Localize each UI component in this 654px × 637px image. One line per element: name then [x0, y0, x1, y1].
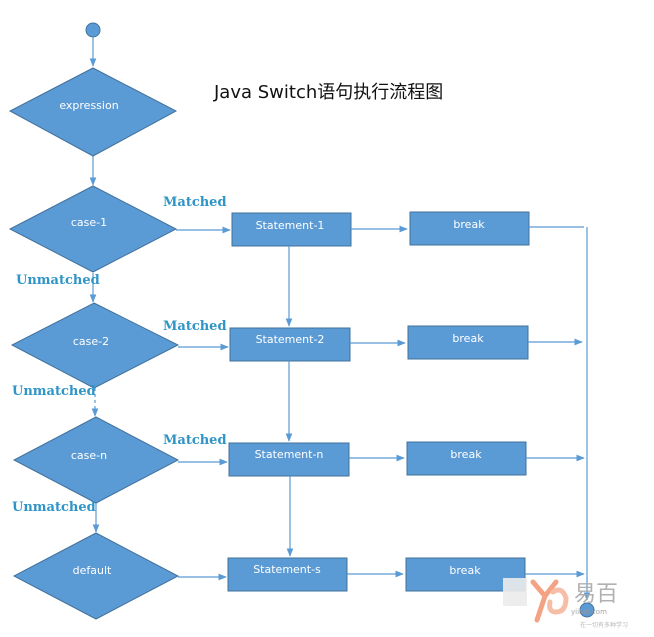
- case-n-label: case-n: [71, 449, 107, 462]
- statement-s-box: Statement-s: [227, 557, 348, 592]
- break-box-1: break: [409, 211, 530, 246]
- case-n-decision: case-n: [12, 416, 180, 504]
- case-2-decision: case-2: [10, 302, 180, 389]
- default-label: default: [73, 564, 112, 577]
- case-2-label: case-2: [73, 335, 109, 348]
- watermark-tagline: 在一切有多种学习: [580, 621, 628, 629]
- unmatched-label-3: Unmatched: [12, 500, 96, 515]
- break-box-3: break: [406, 441, 527, 476]
- statement-1-box: Statement-1: [231, 212, 352, 247]
- unmatched-label-2: Unmatched: [12, 384, 96, 399]
- expression-decision: expression: [8, 67, 178, 157]
- case-1-label: case-1: [71, 216, 107, 229]
- expression-label: expression: [59, 99, 118, 112]
- yiibai-watermark-logo: 易百 yiibai.com 在一切有多种学习: [503, 578, 628, 629]
- case-1-decision: case-1: [8, 185, 178, 273]
- watermark-url: yiibai.com: [571, 608, 607, 616]
- break-label-2: break: [452, 332, 484, 345]
- matched-label-3: Matched: [163, 433, 227, 448]
- statement-n-box: Statement-n: [228, 442, 350, 477]
- statement-s-label: Statement-s: [253, 563, 321, 576]
- matched-label-2: Matched: [163, 319, 227, 334]
- unmatched-label-1: Unmatched: [16, 273, 100, 288]
- watermark-b-mark-icon: [547, 587, 569, 615]
- statement-2-box: Statement-2: [229, 327, 351, 362]
- end-node: [579, 602, 595, 618]
- watermark-plate: [503, 578, 527, 606]
- start-node: [85, 22, 101, 38]
- break-label-4: break: [449, 564, 481, 577]
- matched-label-1: Matched: [163, 195, 227, 210]
- break-label-3: break: [450, 448, 482, 461]
- statement-1-label: Statement-1: [256, 219, 325, 232]
- statement-2-label: Statement-2: [256, 333, 325, 346]
- diagram-title: Java Switch语句执行流程图: [213, 82, 443, 103]
- default-decision: default: [12, 532, 180, 620]
- break-box-2: break: [407, 325, 529, 360]
- statement-n-label: Statement-n: [255, 448, 324, 461]
- watermark-brand: 易百: [574, 582, 618, 607]
- break-label-1: break: [453, 218, 485, 231]
- watermark-y-mark-icon: [530, 579, 559, 623]
